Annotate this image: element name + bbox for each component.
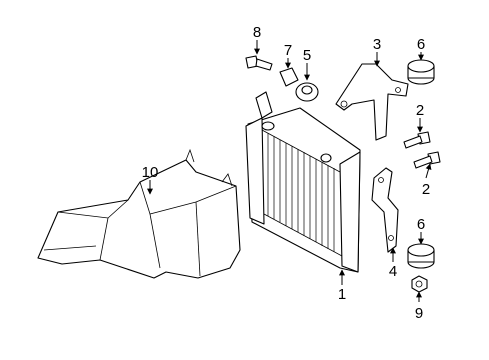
callout-5: 5	[303, 47, 311, 64]
callout-7: 7	[284, 42, 292, 59]
callout-1: 1	[338, 286, 346, 303]
mount-6-lower	[407, 243, 435, 269]
bolt-2-upper	[403, 131, 431, 149]
callout-6-upper: 6	[417, 36, 425, 53]
intercooler	[245, 91, 361, 273]
mount-6-upper	[407, 59, 435, 85]
nut-9	[411, 275, 428, 293]
bolt-2-lower	[413, 151, 441, 169]
callout-labels: 8 7 5 3 6 2 2 6 4 1 9 10	[142, 24, 431, 322]
core-fins	[267, 133, 335, 252]
callout-8: 8	[253, 24, 261, 41]
callout-4: 4	[389, 263, 397, 280]
air-duct	[37, 148, 241, 279]
sleeve-7	[279, 67, 299, 87]
callout-10: 10	[142, 164, 159, 181]
callout-3: 3	[373, 36, 381, 53]
callout-2-lower: 2	[422, 181, 430, 198]
bracket-4	[371, 167, 399, 253]
callout-2-upper: 2	[416, 102, 424, 119]
grommet-5	[295, 82, 319, 102]
bolt-8	[245, 55, 273, 71]
callout-9: 9	[415, 305, 423, 322]
callout-6-lower: 6	[417, 216, 425, 233]
leader-lines	[147, 40, 432, 302]
bracket-3	[335, 63, 409, 141]
